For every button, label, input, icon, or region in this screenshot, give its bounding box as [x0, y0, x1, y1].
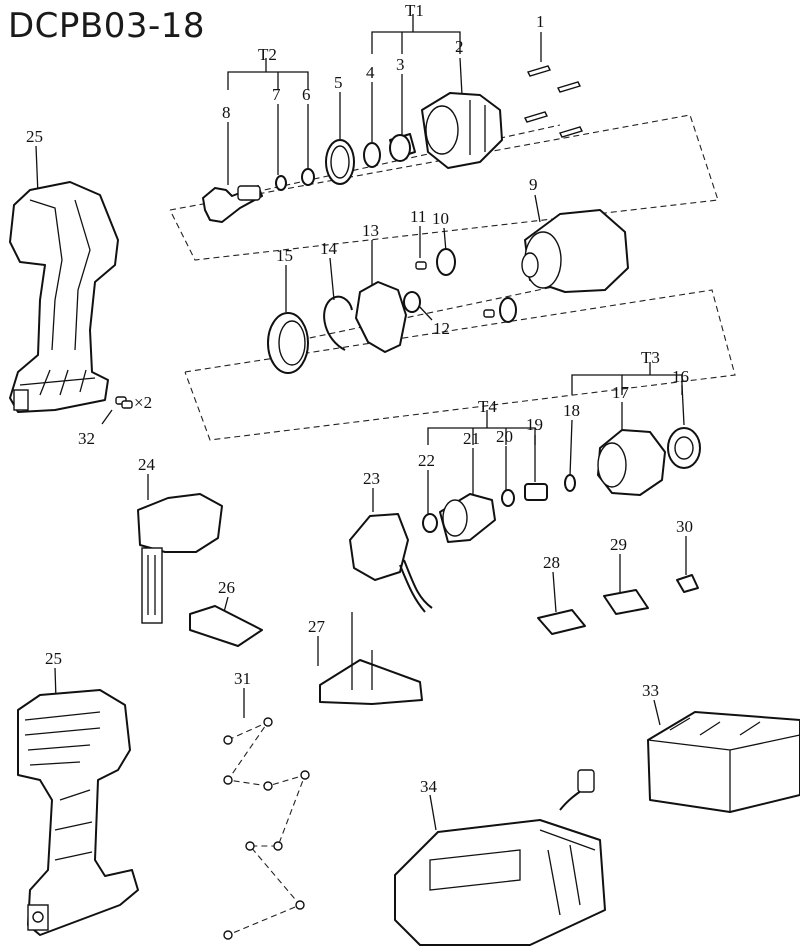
pcb-drawing [319, 612, 423, 705]
rotor-drawing [439, 493, 496, 543]
callout-16: 16 [672, 367, 689, 386]
bearing-drawing [667, 427, 701, 469]
group-label-t1: T1 [405, 1, 424, 20]
callout-18: 18 [563, 401, 580, 420]
callout-27: 27 [308, 617, 326, 636]
callout-25-bottom: 25 [45, 649, 62, 668]
callout-22: 22 [418, 451, 435, 470]
housing-half-drawing [9, 181, 119, 413]
callout-5: 5 [334, 73, 343, 92]
anvil-drawing [202, 185, 263, 223]
switch-drawing [137, 493, 223, 624]
retaining-clip-drawing [323, 295, 353, 351]
callout-3: 3 [396, 55, 405, 74]
callout-33: 33 [642, 681, 659, 700]
callout-31: 31 [234, 669, 251, 688]
callout-4: 4 [366, 63, 375, 82]
charger-drawing [394, 769, 606, 946]
callout-17: 17 [612, 383, 630, 402]
diagram-title: DCPB03-18 [8, 6, 206, 46]
callout-28: 28 [543, 553, 560, 572]
callout-15: 15 [276, 246, 293, 265]
callout-26: 26 [218, 578, 235, 597]
callout-2: 2 [455, 37, 464, 56]
callout-34: 34 [420, 777, 438, 796]
ring-gear-drawing [267, 312, 309, 374]
control-board-drawing [189, 605, 263, 647]
case-screws-drawing [524, 65, 583, 138]
stator-drawing [597, 429, 666, 496]
callout-6: 6 [302, 85, 311, 104]
group-label-t3: T3 [641, 348, 660, 367]
screw-pair-drawing [115, 396, 133, 409]
housing-screws-drawing [223, 717, 310, 940]
gear-and-pin-drawing [415, 248, 517, 323]
callout-29: 29 [610, 535, 627, 554]
hammer-case-drawing [421, 92, 503, 169]
callout-10: 10 [432, 209, 449, 228]
rings-drawing [275, 139, 381, 191]
callout-32: 32 [78, 429, 95, 448]
callout-12: 12 [433, 319, 450, 338]
bushing-drawing [389, 133, 416, 162]
callout-1: 1 [536, 12, 545, 31]
callout-9: 9 [529, 175, 538, 194]
washer-drawing [403, 291, 421, 313]
gearbox-drawing [521, 209, 629, 293]
gear-plate-drawing [355, 281, 407, 353]
group-labels: T1 T2 T3 T4 [258, 1, 660, 416]
callout-21: 21 [463, 429, 480, 448]
callout-30: 30 [676, 517, 693, 536]
group-label-t4: T4 [478, 397, 497, 416]
callout-8: 8 [222, 103, 231, 122]
callout-14: 14 [320, 239, 338, 258]
callout-25-top: 25 [26, 127, 43, 146]
callout-7: 7 [272, 85, 281, 104]
callout-23: 23 [363, 469, 380, 488]
handle-assembly-drawing [17, 689, 139, 936]
fan-drawing [524, 483, 548, 501]
callout-13: 13 [362, 221, 379, 240]
o-ring-drawing [564, 474, 576, 492]
callout-24: 24 [138, 455, 156, 474]
callout-20: 20 [496, 427, 513, 446]
group-label-t2: T2 [258, 45, 277, 64]
leader-lines [35, 32, 687, 831]
callout-19: 19 [526, 415, 543, 434]
quantity-note: ×2 [134, 393, 152, 412]
small-bearing-drawing [501, 489, 515, 507]
part-callouts: 1 2 3 4 5 6 7 8 9 10 11 12 13 14 15 16 1… [26, 12, 693, 796]
callout-11: 11 [410, 207, 426, 226]
end-bearing-drawing [422, 513, 438, 533]
motor-housing-drawing [349, 513, 433, 613]
battery-drawing [647, 711, 800, 813]
small-brackets-drawing [537, 574, 699, 635]
